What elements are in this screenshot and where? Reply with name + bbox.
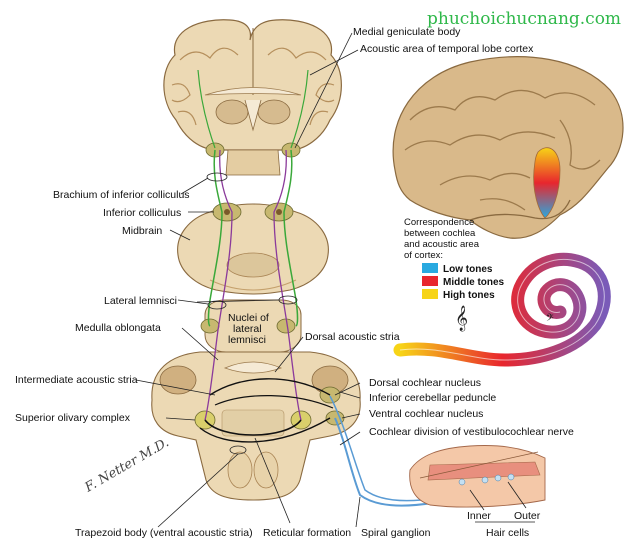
netter-signature: F. Netter M.D. bbox=[82, 435, 172, 496]
label-lateral-lemnisci: Lateral lemnisci bbox=[104, 295, 177, 307]
correspondence-line-1: Correspondence bbox=[404, 217, 474, 228]
label-reticular-formation: Reticular formation bbox=[263, 527, 351, 539]
label-acoustic-area: Acoustic area of temporal lobe cortex bbox=[360, 43, 534, 55]
organ-of-corti-inset bbox=[409, 445, 546, 508]
legend-low-tones: Low tones bbox=[443, 264, 493, 275]
label-intermediate-acoustic-stria: Intermediate acoustic stria bbox=[15, 374, 138, 386]
label-nuclei-lateral-lemnisci-3: lemnisci bbox=[228, 334, 266, 346]
brain-coronal-section bbox=[163, 19, 342, 176]
legend-swatch-middle bbox=[422, 276, 438, 286]
label-brachium-inferior-colliculus: Brachium of inferior colliculus bbox=[53, 189, 190, 201]
auditory-pathways bbox=[197, 69, 476, 507]
label-cochlear-division: Cochlear division of vestibulocochlear n… bbox=[369, 426, 574, 438]
label-inferior-colliculus: Inferior colliculus bbox=[103, 207, 181, 219]
legend-swatch-high bbox=[422, 289, 438, 299]
lateral-brain-view bbox=[392, 56, 624, 239]
labels: Medial geniculate body Acoustic area of … bbox=[15, 26, 574, 539]
watermark-text: phuchoichucnang.com bbox=[427, 9, 621, 29]
label-hair-cells: Hair cells bbox=[486, 527, 529, 539]
tone-legend: Low tones Middle tones High tones 𝄞 bbox=[422, 263, 505, 331]
correspondence-caption: Correspondence between cochlea and acous… bbox=[404, 217, 480, 261]
label-superior-olivary-complex: Superior olivary complex bbox=[15, 412, 131, 424]
legend-swatch-low bbox=[422, 263, 438, 273]
label-spiral-ganglion: Spiral ganglion bbox=[361, 527, 431, 539]
correspondence-line-2: between cochlea bbox=[404, 228, 476, 239]
cochlea-spiral: 𝄢 bbox=[393, 252, 611, 367]
correspondence-line-4: of cortex: bbox=[404, 250, 443, 261]
label-dorsal-acoustic-stria: Dorsal acoustic stria bbox=[305, 331, 400, 343]
reticular-formation-area bbox=[221, 409, 285, 437]
medulla-section bbox=[151, 351, 361, 501]
label-medial-geniculate-body: Medial geniculate body bbox=[353, 26, 461, 38]
label-midbrain: Midbrain bbox=[122, 225, 162, 237]
label-medulla-oblongata: Medulla oblongata bbox=[75, 322, 161, 334]
lemniscus-marker-left bbox=[207, 300, 227, 310]
brachium-marker bbox=[206, 172, 228, 182]
label-inner: Inner bbox=[467, 510, 491, 522]
label-inferior-cerebellar-peduncle: Inferior cerebellar peduncle bbox=[369, 392, 496, 404]
label-outer: Outer bbox=[514, 510, 541, 522]
label-trapezoid-body: Trapezoid body (ventral acoustic stria) bbox=[75, 527, 253, 539]
correspondence-line-3: and acoustic area bbox=[404, 239, 480, 250]
legend-middle-tones: Middle tones bbox=[443, 277, 505, 288]
label-nuclei-lateral-lemnisci-2: lateral bbox=[233, 323, 262, 335]
tonotopic-area bbox=[533, 147, 561, 219]
label-nuclei-lateral-lemnisci-1: Nuclei of bbox=[228, 312, 269, 324]
midbrain-section bbox=[177, 202, 329, 295]
legend-high-tones: High tones bbox=[443, 290, 495, 301]
treble-clef-icon: 𝄞 bbox=[455, 305, 468, 331]
bass-clef-icon: 𝄢 bbox=[546, 312, 554, 326]
label-ventral-cochlear-nucleus: Ventral cochlear nucleus bbox=[369, 408, 483, 420]
label-dorsal-cochlear-nucleus: Dorsal cochlear nucleus bbox=[369, 377, 481, 389]
leader-lines bbox=[135, 32, 535, 528]
